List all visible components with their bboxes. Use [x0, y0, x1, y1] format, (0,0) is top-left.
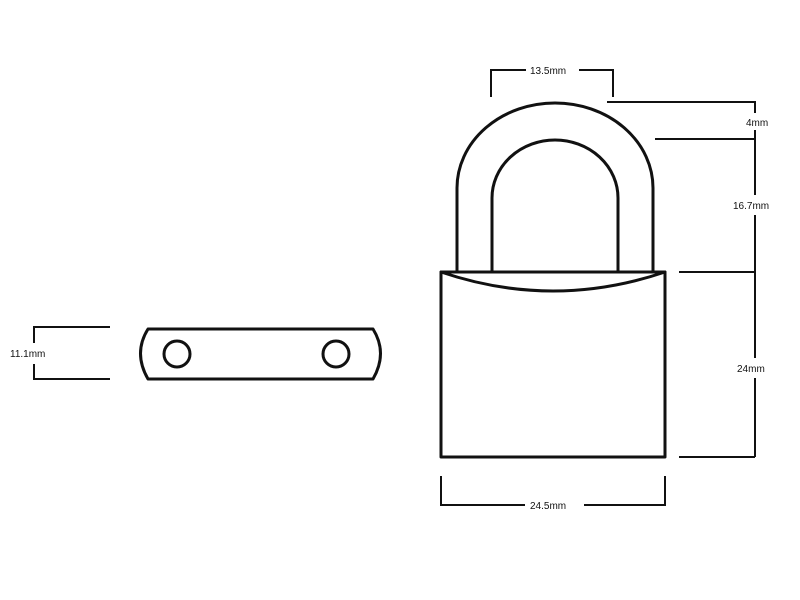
padlock-shackle [455, 101, 655, 273]
dimension-shackle-clearance: 16.7mm [733, 139, 769, 272]
dimension-plate-width: 11.1mm [10, 326, 110, 380]
padlock-body-top-curve [439, 270, 667, 293]
plate-hole-left [162, 339, 192, 369]
dimension-body-height: 24mm [679, 271, 765, 458]
dimension-plate-width-label: 11.1mm [10, 349, 45, 360]
side-plate-view [139, 327, 382, 381]
dimension-body-height-label: 24mm [737, 364, 765, 375]
dimension-body-width-label: 24.5mm [530, 501, 566, 512]
dimension-shackle-clearance-label: 16.7mm [733, 201, 769, 212]
dimension-shackle-width-label: 13.5mm [530, 66, 566, 77]
padlock-body [439, 270, 667, 459]
side-plate-outline [139, 327, 382, 381]
padlock-front-view [439, 101, 667, 459]
dimension-shackle-width: 13.5mm [490, 66, 614, 97]
plate-hole-right [321, 339, 351, 369]
dimension-body-width: 24.5mm [440, 476, 666, 512]
dimension-shackle-thickness-label: 4mm [746, 118, 768, 129]
padlock-shackle-inner [490, 138, 620, 273]
